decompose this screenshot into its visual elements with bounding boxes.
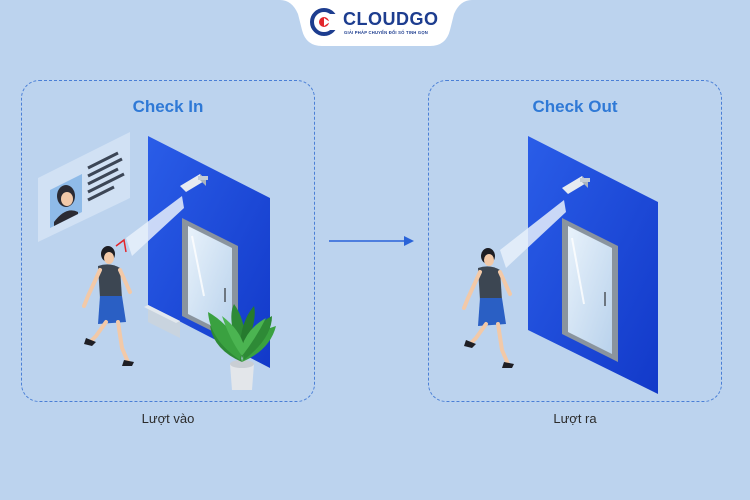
- scan-beam: [500, 200, 566, 268]
- check-in-title: Check In: [132, 97, 204, 116]
- id-card-icon: [38, 132, 130, 242]
- camera-icon: [562, 176, 590, 194]
- door-icon: [562, 218, 618, 362]
- check-in-scene: [38, 132, 276, 390]
- arrow-right-icon: [329, 236, 414, 246]
- logo-tab: CLOUDGO GIẢI PHÁP CHUYỂN ĐỔI SỐ TINH GỌN: [280, 0, 472, 46]
- check-in-panel: Check In: [21, 80, 315, 402]
- check-out-caption: Lượt ra: [553, 411, 597, 426]
- check-out-scene: [462, 136, 658, 394]
- check-in-caption: Lượt vào: [141, 411, 195, 426]
- scan-beam: [126, 196, 184, 256]
- check-out-title: Check Out: [532, 97, 618, 116]
- avatar-icon: [50, 174, 82, 228]
- person-icon: [462, 248, 514, 368]
- person-icon: [82, 238, 134, 366]
- plant-icon: [208, 304, 276, 390]
- camera-icon: [180, 174, 208, 192]
- check-out-panel: Check Out: [428, 80, 722, 402]
- logo-c-icon: [310, 8, 338, 36]
- logo-name: CLOUDGO: [343, 9, 439, 29]
- logo-tagline: GIẢI PHÁP CHUYỂN ĐỔI SỐ TINH GỌN: [344, 30, 429, 35]
- door-icon: [182, 218, 238, 344]
